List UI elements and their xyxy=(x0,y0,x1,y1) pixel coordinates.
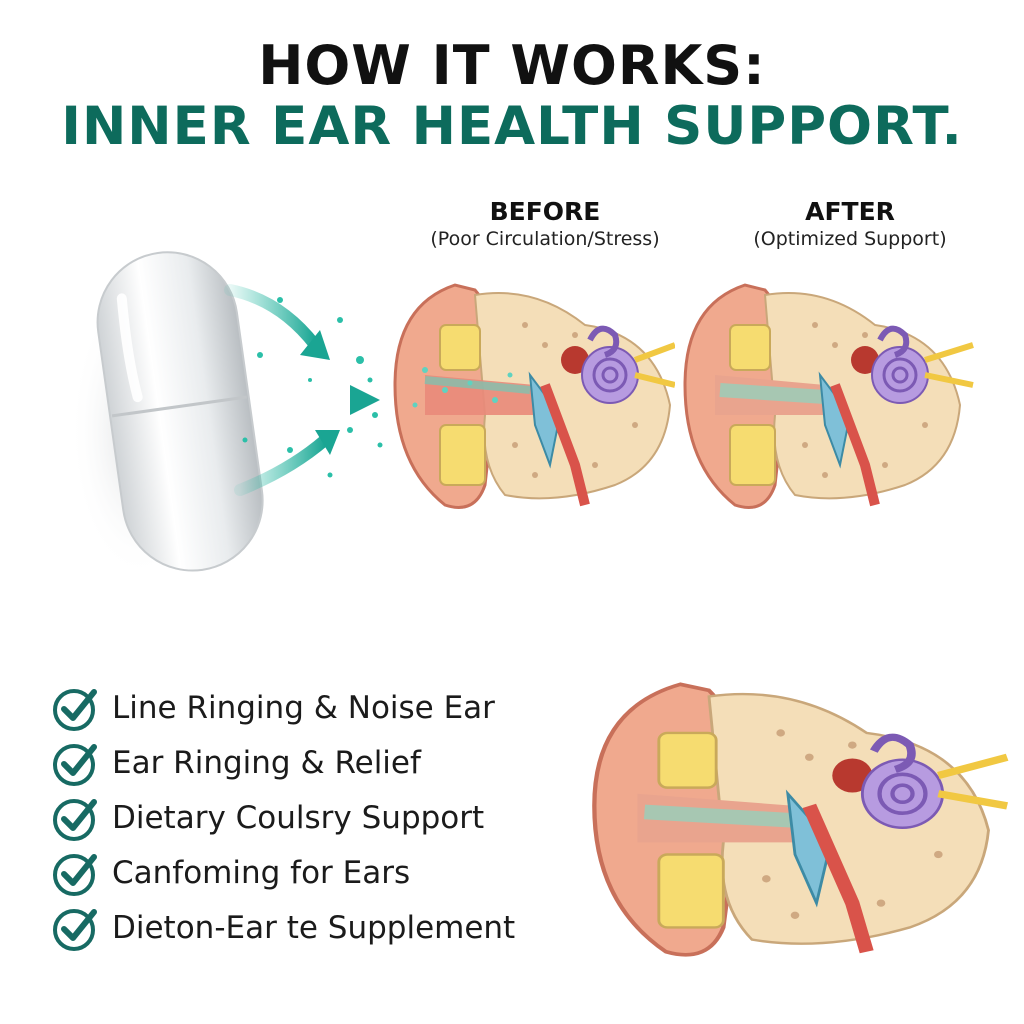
check-circle-icon xyxy=(53,798,97,841)
ear-diagram-large xyxy=(592,682,1009,957)
list-item: Ear Ringing & Relief xyxy=(50,735,570,790)
feature-label: Dieton-Ear te Supplement xyxy=(112,909,516,946)
headline-how-it-works: HOW IT WORKS: xyxy=(258,34,766,97)
feature-label: Dietary Coulsry Support xyxy=(112,799,485,836)
check-circle-icon xyxy=(53,908,97,951)
feature-label: Line Ringing & Noise Ear xyxy=(112,689,495,726)
feature-list: Line Ringing & Noise Ear Ear Ringing & R… xyxy=(50,680,570,955)
check-circle-icon xyxy=(53,853,97,896)
ear-diagram-before xyxy=(393,283,675,509)
ear-diagram-after xyxy=(683,283,974,509)
check-circle-icon xyxy=(53,688,97,731)
headline-inner-ear-health: INNER EAR HEALTH SUPPORT. xyxy=(61,96,963,157)
after-label: AFTER xyxy=(805,197,895,226)
before-label: BEFORE xyxy=(489,197,601,226)
list-item: Dieton-Ear te Supplement xyxy=(50,900,570,955)
capsule-pill-image xyxy=(70,251,264,580)
check-circle-icon xyxy=(53,743,97,786)
feature-label: Canfoming for Ears xyxy=(112,854,411,891)
feature-label: Ear Ringing & Relief xyxy=(112,744,421,781)
flow-arrows-graphic xyxy=(223,284,383,496)
list-item: Canfoming for Ears xyxy=(50,845,570,900)
after-sublabel: (Optimized Support) xyxy=(753,228,947,250)
before-sublabel: (Poor Circulation/Stress) xyxy=(430,228,660,250)
list-item: Line Ringing & Noise Ear xyxy=(50,680,570,735)
list-item: Dietary Coulsry Support xyxy=(50,790,570,845)
